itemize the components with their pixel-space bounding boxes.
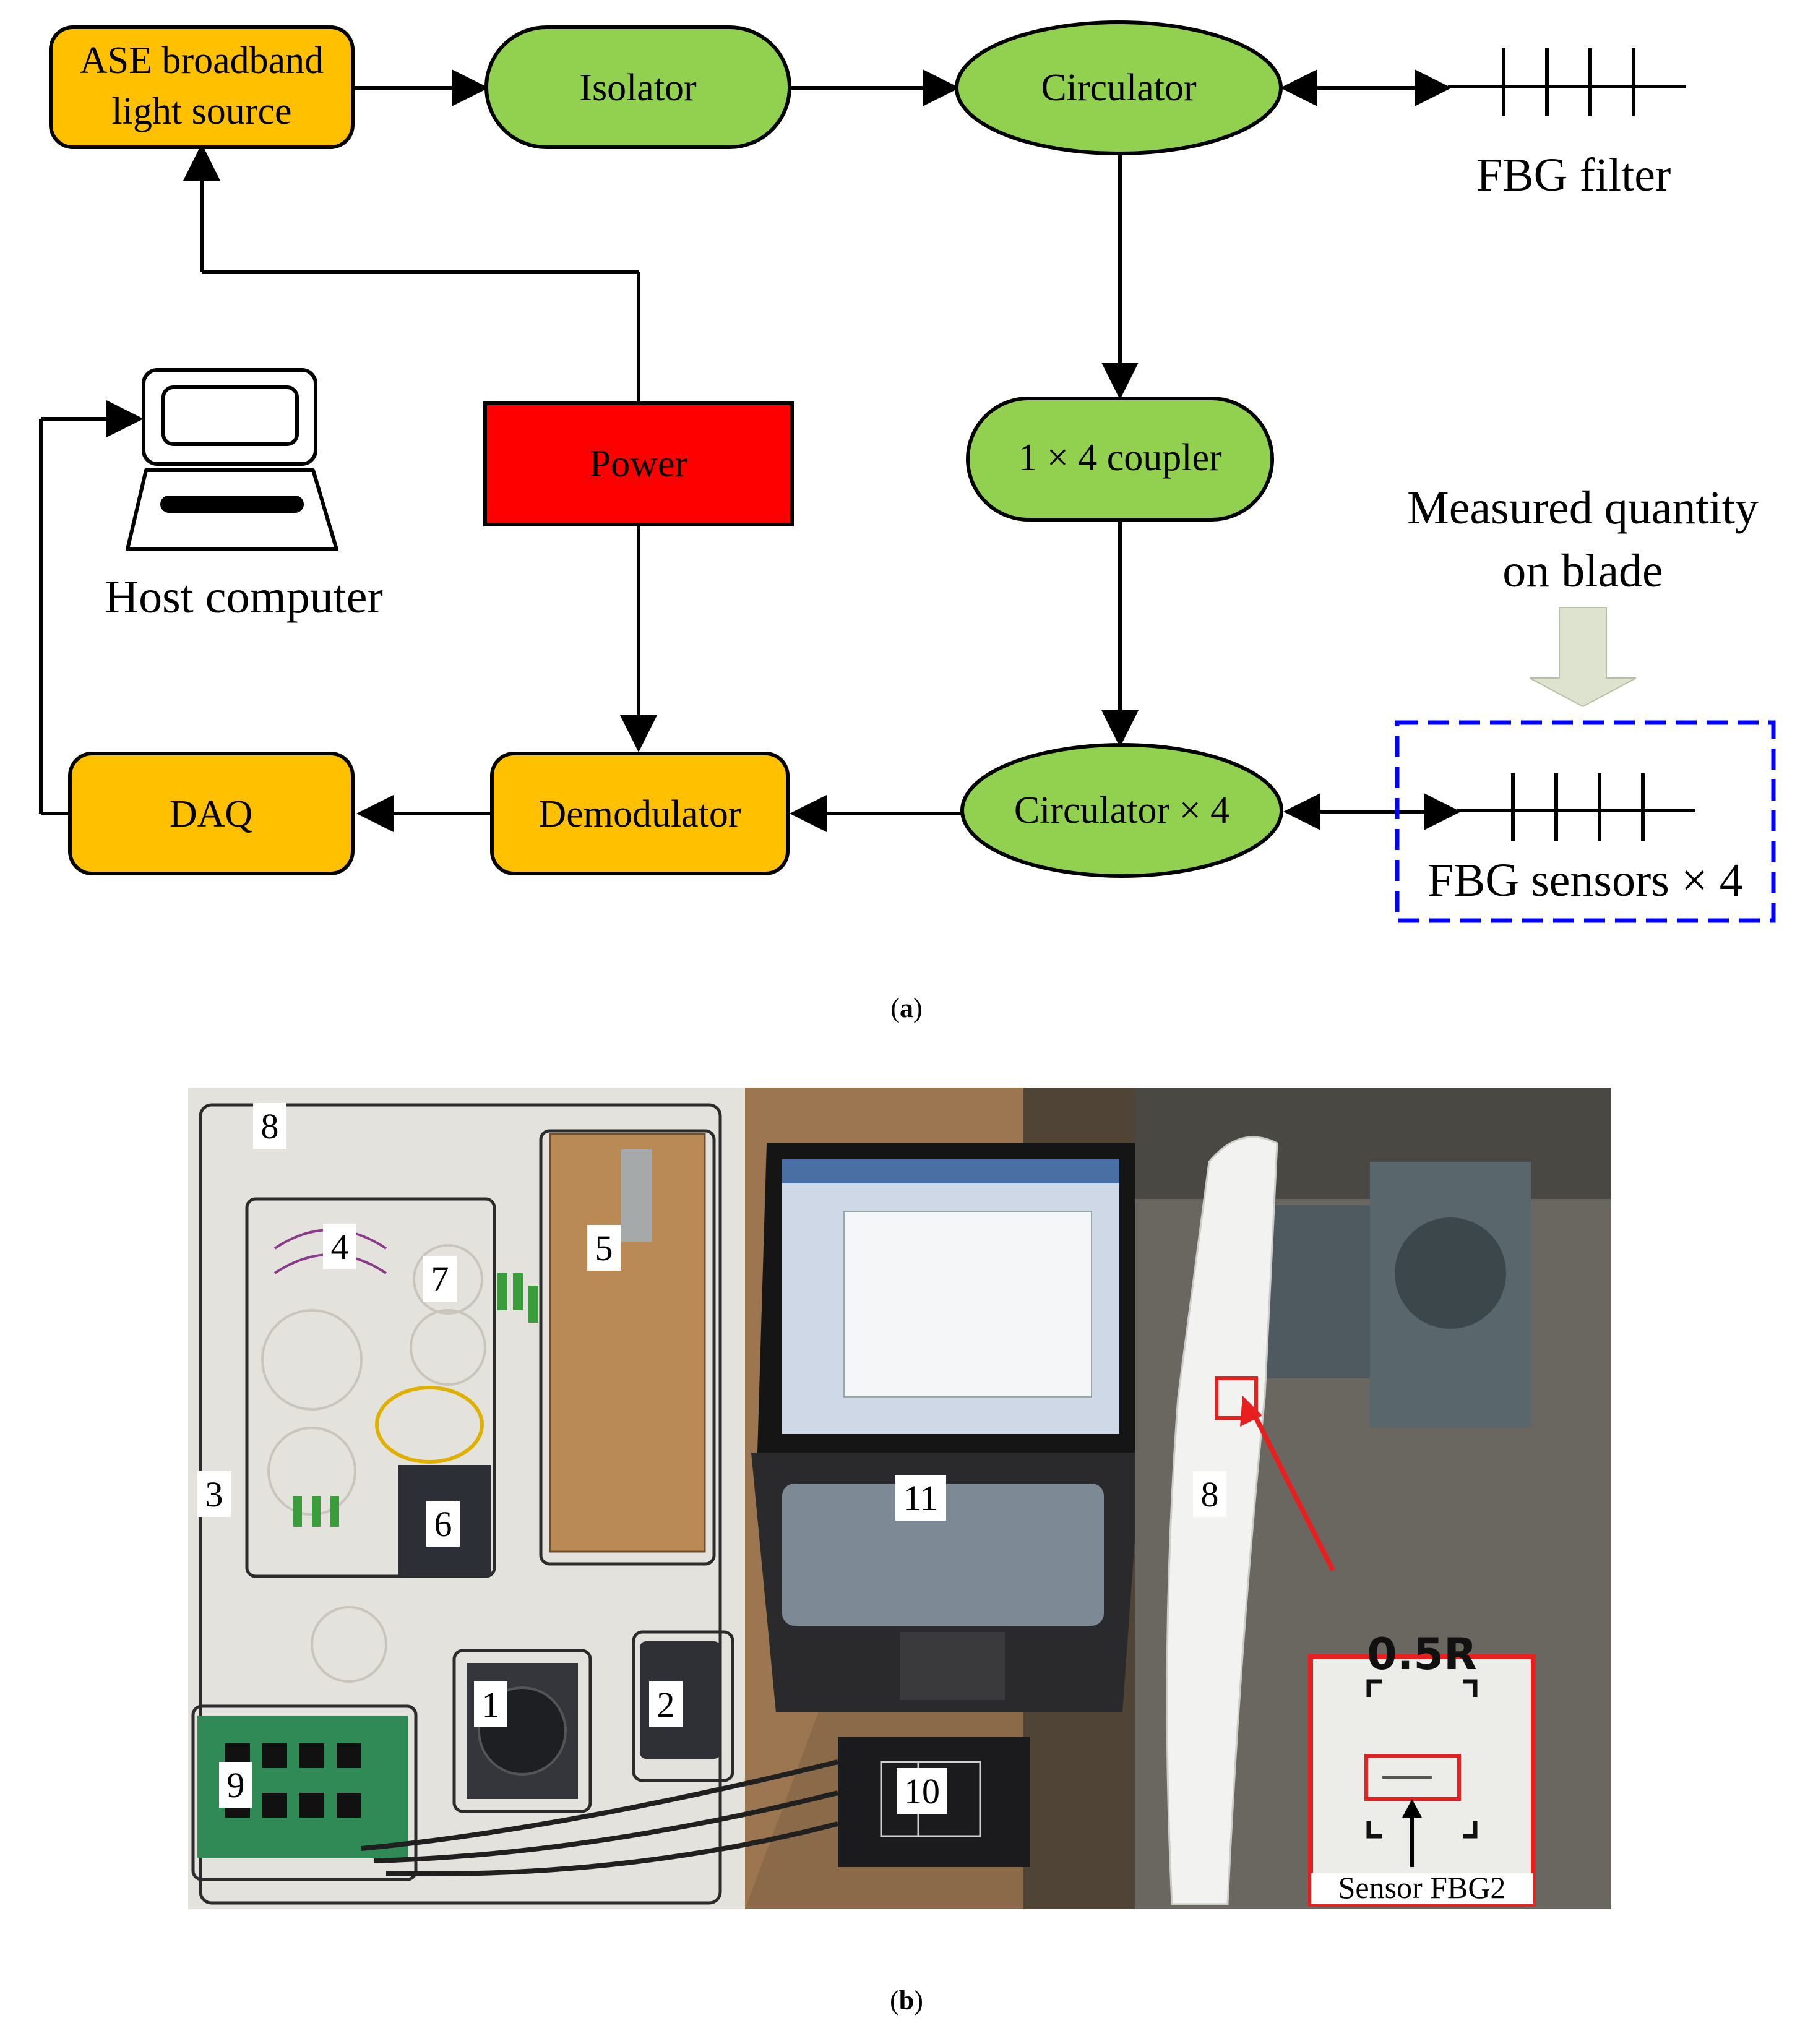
demodulator-node: Demodulator <box>490 752 790 875</box>
caption-a: (a) <box>890 993 923 1023</box>
label-9: 9 <box>219 1762 252 1808</box>
inset-label: Sensor FBG2 <box>1338 1870 1506 1905</box>
power-label: Power <box>590 443 688 485</box>
svg-text:2: 2 <box>657 1685 675 1725</box>
svg-text:5: 5 <box>595 1228 613 1268</box>
connectors <box>39 48 1695 841</box>
fbg-sensors-dashed-box <box>1395 720 1776 923</box>
circulator-label: Circulator <box>1041 67 1197 109</box>
svg-text:8: 8 <box>261 1106 279 1146</box>
svg-text:3: 3 <box>205 1474 223 1514</box>
host-computer-label: Host computer <box>105 571 383 623</box>
caption-a-letter: a <box>900 993 913 1023</box>
demodulator-label: Demodulator <box>538 793 741 835</box>
svg-text:10: 10 <box>904 1771 940 1811</box>
svg-text:4: 4 <box>331 1227 349 1267</box>
ase-light-source-node: ASE broadband light source <box>49 25 355 149</box>
photo-number-labels: 1 2 3 4 5 6 7 8 9 10 11 8 <box>197 1103 1226 1814</box>
computer-icon <box>126 368 338 551</box>
circulator-x4-label: Circulator × 4 <box>1014 789 1229 831</box>
label-5: 5 <box>587 1225 621 1271</box>
experimental-setup-photo: 0.5R Sensor FBG2 1 2 3 4 5 6 7 8 9 10 11… <box>188 1088 1611 1909</box>
label-11: 11 <box>895 1475 946 1521</box>
isolator-label: Isolator <box>579 67 697 109</box>
label-3: 3 <box>197 1471 231 1517</box>
label-8-blade: 8 <box>1193 1471 1226 1517</box>
system-block-diagram: ASE broadband light source Isolator Circ… <box>39 20 1776 923</box>
fbg-filter-label: FBG filter <box>1476 149 1671 201</box>
down-arrow-icon <box>1529 607 1637 708</box>
svg-text:8: 8 <box>1201 1474 1219 1514</box>
label-8: 8 <box>253 1103 286 1149</box>
fbg-sensors-label: FBG sensors × 4 <box>1428 854 1742 906</box>
label-1: 1 <box>474 1681 507 1727</box>
daq-node: DAQ <box>68 752 355 875</box>
power-node: Power <box>483 402 794 526</box>
caption-b: (b) <box>890 1985 923 2016</box>
caption-b-letter: b <box>898 1985 915 2016</box>
circulator-x4-node: Circulator × 4 <box>960 743 1283 878</box>
label-4: 4 <box>323 1224 356 1269</box>
label-2: 2 <box>649 1681 683 1727</box>
svg-text:6: 6 <box>434 1504 452 1544</box>
coupler-node: 1 × 4 coupler <box>966 397 1274 522</box>
circulator-node: Circulator <box>955 20 1283 155</box>
coupler-label: 1 × 4 coupler <box>1018 437 1222 479</box>
ase-label-line1: ASE broadband <box>80 40 324 82</box>
label-7: 7 <box>423 1256 457 1302</box>
svg-text:1: 1 <box>482 1685 500 1725</box>
isolator-node: Isolator <box>484 25 791 149</box>
daq-label: DAQ <box>170 793 252 835</box>
ase-label-line2: light source <box>112 90 292 132</box>
label-10: 10 <box>897 1768 947 1814</box>
svg-text:7: 7 <box>431 1259 449 1299</box>
measured-quantity-line1: Measured quantity <box>1407 482 1759 534</box>
label-6: 6 <box>426 1501 460 1547</box>
inset-handwriting: 0.5R <box>1367 1629 1477 1680</box>
svg-text:11: 11 <box>903 1478 938 1518</box>
svg-text:9: 9 <box>227 1765 245 1805</box>
measured-quantity-line2: on blade <box>1502 545 1663 597</box>
